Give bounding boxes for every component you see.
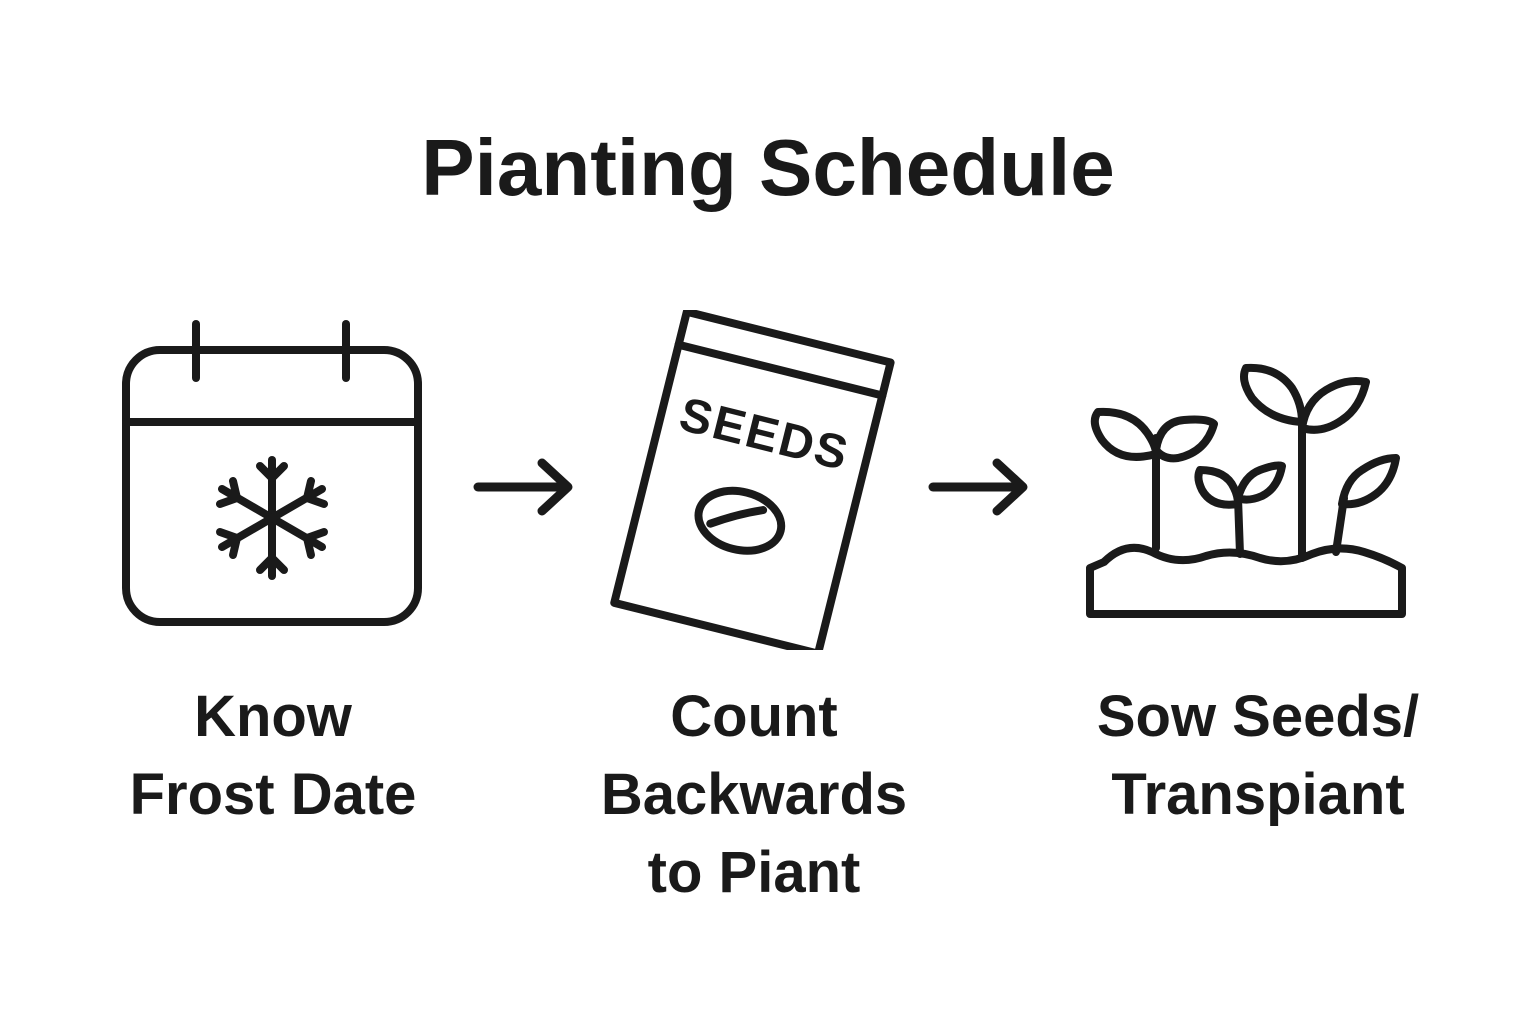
step-label-line: Backwards [600, 762, 908, 827]
calendar-snowflake-icon [118, 312, 428, 632]
diagram-title: Pianting Schedule [421, 123, 1115, 212]
arrow-right-icon [925, 455, 1035, 519]
step-label-line: Know [194, 684, 352, 749]
step-label-line: Count [670, 684, 838, 749]
sprouts-soil-icon [1080, 358, 1410, 622]
step-label-sow-seeds: Sow Seeds/ Transpiant [1038, 678, 1478, 834]
step-label-line: to Piant [647, 840, 861, 905]
seed-packet-icon: SEEDS [600, 310, 900, 650]
arrow-right-icon [470, 455, 580, 519]
seed-icon [694, 486, 786, 555]
seed-packet-label: SEEDS [674, 388, 854, 481]
step-label-count-backwards: Count Backwards to Piant [548, 678, 960, 912]
step-label-know-frost-date: Know Frost Date [73, 678, 473, 834]
step-label-line: Transpiant [1111, 762, 1405, 827]
step-label-line: Sow Seeds/ [1096, 684, 1420, 749]
snowflake-icon [216, 456, 328, 580]
step-label-line: Frost Date [129, 762, 417, 827]
soil-icon [1086, 543, 1406, 618]
